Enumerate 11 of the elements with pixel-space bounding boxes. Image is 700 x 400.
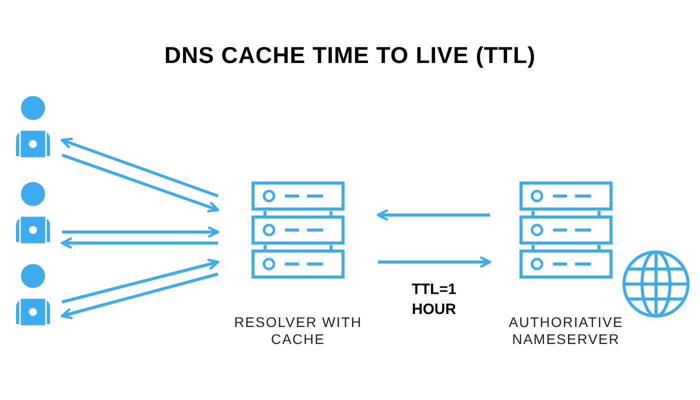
- arrow: [378, 256, 492, 268]
- arrow: [62, 154, 220, 213]
- server-label: AUTHORIATIVE NAMESERVER: [508, 314, 624, 348]
- arrow: [60, 138, 218, 198]
- server-label: RESOLVER WITH CACHE: [233, 314, 363, 348]
- arrow: [60, 272, 218, 320]
- arrow: [376, 209, 490, 221]
- arrow: [62, 226, 220, 238]
- arrow: [60, 237, 218, 249]
- arrow: [62, 258, 220, 304]
- title: DNS CACHE TIME TO LIVE (TTL): [163, 42, 537, 69]
